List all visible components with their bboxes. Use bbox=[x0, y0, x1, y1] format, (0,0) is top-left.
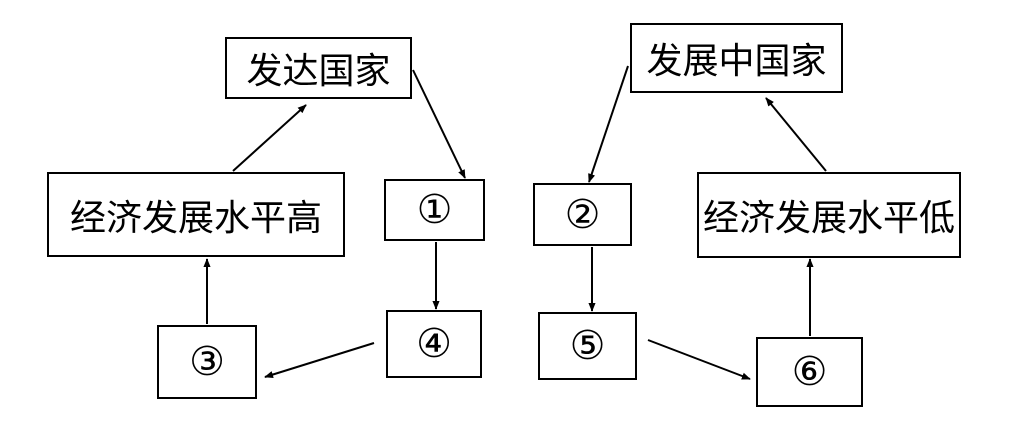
node-3-box: ③ bbox=[157, 325, 257, 399]
arrow-5-to-6 bbox=[647, 339, 751, 380]
node-1-box: ① bbox=[384, 179, 485, 241]
arrow-developed-to-1 bbox=[412, 69, 466, 179]
node-6-box: ⑥ bbox=[756, 337, 863, 407]
low-economic-level-box: 经济发展水平低 bbox=[697, 172, 961, 258]
developing-country-box: 发展中国家 bbox=[630, 23, 843, 93]
high-economic-level-box: 经济发展水平高 bbox=[47, 172, 345, 257]
arrow-4-to-3 bbox=[264, 342, 375, 379]
arrow-developing-to-2 bbox=[588, 65, 629, 183]
arrow-high-level-to-developed bbox=[232, 104, 307, 172]
developed-country-box: 发达国家 bbox=[225, 37, 412, 99]
node-5-box: ⑤ bbox=[538, 312, 637, 380]
arrow-low-level-to-developing bbox=[765, 97, 827, 172]
node-2-box: ② bbox=[533, 183, 632, 246]
node-4-box: ④ bbox=[386, 310, 482, 378]
